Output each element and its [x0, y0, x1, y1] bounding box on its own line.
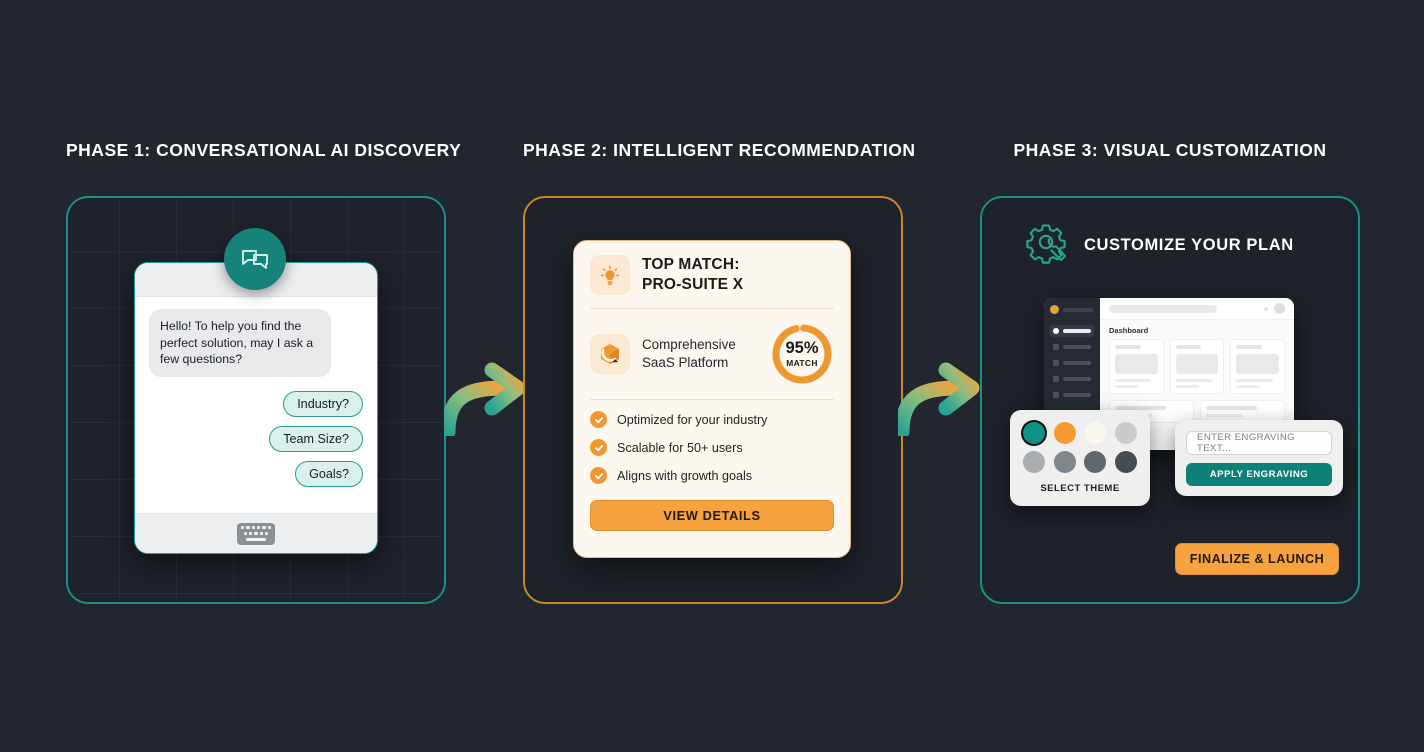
phase-1-panel: Hello! To help you find the perfect solu…: [66, 196, 446, 604]
theme-swatch-teal-selected[interactable]: [1022, 422, 1045, 444]
theme-swatch-gray[interactable]: [1022, 451, 1045, 473]
product-name: Comprehensive SaaS Platform: [642, 336, 758, 372]
engraving-input[interactable]: ENTER ENGRAVING TEXT...: [1186, 431, 1332, 455]
dashboard-card: [1169, 339, 1225, 394]
sidebar-item-active[interactable]: [1050, 325, 1094, 337]
sidebar-user: [1050, 305, 1094, 314]
check-icon: [590, 467, 607, 484]
top-match-heading: TOP MATCH: PRO-SUITE X: [642, 255, 743, 295]
apply-engraving-button[interactable]: APPLY ENGRAVING: [1186, 463, 1332, 486]
finalize-launch-button[interactable]: FINALIZE & LAUNCH: [1175, 543, 1339, 575]
phase-1-title: PHASE 1: CONVERSATIONAL AI DISCOVERY: [66, 140, 462, 160]
product-line2: SaaS Platform: [642, 355, 729, 370]
view-details-button[interactable]: VIEW DETAILS: [590, 500, 834, 531]
sidebar-item[interactable]: [1050, 357, 1094, 369]
customize-header: CUSTOMIZE YOUR PLAN: [1024, 220, 1294, 271]
phase-2-column: PHASE 2: INTELLIGENT RECOMMENDATION TOP …: [523, 140, 916, 604]
check-icon: [590, 411, 607, 428]
chip-industry[interactable]: Industry?: [283, 390, 363, 417]
customize-title: CUSTOMIZE YOUR PLAN: [1084, 236, 1294, 254]
phase-2-title: PHASE 2: INTELLIGENT RECOMMENDATION: [523, 140, 916, 160]
sidebar-item[interactable]: [1050, 389, 1094, 401]
dashboard-card-row: [1100, 339, 1294, 394]
feature-item: Aligns with growth goals: [590, 467, 834, 484]
sidebar-item[interactable]: [1050, 373, 1094, 385]
chip-goals[interactable]: Goals?: [295, 460, 363, 487]
feature-label: Optimized for your industry: [617, 412, 768, 427]
product-summary: Comprehensive SaaS Platform 95% MATCH: [590, 309, 834, 400]
phase-3-title: PHASE 3: VISUAL CUSTOMIZATION: [1013, 140, 1327, 160]
lightbulb-icon: [590, 255, 630, 295]
phase-3-column: PHASE 3: VISUAL CUSTOMIZATION CUSTOMIZE …: [980, 140, 1360, 604]
search-input[interactable]: [1109, 304, 1217, 313]
phase-2-panel: TOP MATCH: PRO-SUITE X Comp: [523, 196, 903, 604]
sidebar-item[interactable]: [1050, 341, 1094, 353]
match-score-ring: 95% MATCH: [770, 322, 834, 386]
theme-swatch-dark[interactable]: [1115, 451, 1138, 473]
phone-input-bar: [135, 513, 377, 553]
chat-phone-mockup: Hello! To help you find the perfect solu…: [134, 262, 378, 554]
feature-label: Aligns with growth goals: [617, 468, 753, 483]
dashboard-heading: Dashboard: [1109, 326, 1149, 335]
sidebar-user-name: [1063, 307, 1094, 312]
gear-wrench-icon: [1024, 220, 1070, 271]
dashboard-card: [1230, 339, 1286, 394]
arrow-phase1-to-phase2: [444, 362, 526, 436]
theme-swatch-light-gray[interactable]: [1115, 422, 1138, 444]
match-percent: 95%: [785, 338, 819, 357]
feature-item: Optimized for your industry: [590, 411, 834, 428]
match-score-text: 95% MATCH: [770, 322, 834, 386]
check-icon: [590, 439, 607, 456]
cube-logo-icon: [590, 334, 630, 374]
dashboard-topbar: [1100, 298, 1294, 320]
theme-swatch-grid: [1022, 422, 1138, 473]
recommendation-card: TOP MATCH: PRO-SUITE X Comp: [573, 240, 851, 558]
feature-item: Scalable for 50+ users: [590, 439, 834, 456]
theme-selector-panel: SELECT THEME: [1010, 410, 1150, 506]
chip-team-size[interactable]: Team Size?: [269, 425, 363, 452]
quick-reply-chips: Industry? Team Size? Goals?: [149, 390, 363, 487]
assistant-message: Hello! To help you find the perfect solu…: [149, 309, 331, 377]
engraving-panel: ENTER ENGRAVING TEXT... APPLY ENGRAVING: [1175, 420, 1343, 496]
keyboard-icon[interactable]: [237, 522, 275, 545]
chat-bubbles-icon: [224, 228, 286, 290]
phase-3-panel: CUSTOMIZE YOUR PLAN: [980, 196, 1360, 604]
match-label: MATCH: [786, 358, 818, 369]
notification-icon[interactable]: [1264, 306, 1268, 311]
arrow-phase2-to-phase3: [898, 362, 980, 436]
avatar[interactable]: [1274, 303, 1285, 314]
product-line1: Comprehensive: [642, 336, 736, 352]
top-match-line1: TOP MATCH:: [642, 256, 740, 274]
dashboard-card: [1109, 339, 1164, 394]
chat-conversation: Hello! To help you find the perfect solu…: [135, 297, 377, 515]
avatar: [1050, 305, 1059, 314]
theme-swatch-orange[interactable]: [1053, 422, 1076, 444]
feature-label: Scalable for 50+ users: [617, 440, 743, 455]
recommendation-header: TOP MATCH: PRO-SUITE X: [590, 255, 834, 309]
top-match-line2: PRO-SUITE X: [642, 276, 744, 293]
phase-1-column: PHASE 1: CONVERSATIONAL AI DISCOVERY Hel…: [66, 140, 462, 604]
dashboard-preview: Dashboard: [1044, 298, 1294, 450]
theme-swatch-cream[interactable]: [1084, 422, 1107, 444]
theme-swatch-mid-gray[interactable]: [1053, 451, 1076, 473]
theme-swatch-slate[interactable]: [1084, 451, 1107, 473]
select-theme-label: SELECT THEME: [1040, 483, 1120, 494]
